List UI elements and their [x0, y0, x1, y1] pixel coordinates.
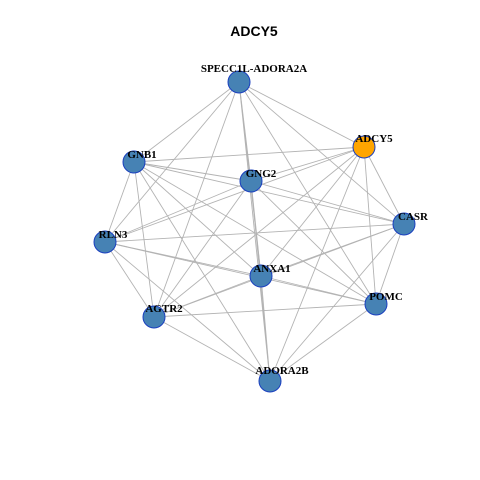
edge-casr-pomc	[375, 223, 405, 305]
node-rln3[interactable]	[93, 230, 117, 254]
edge-adcy5-casr	[363, 146, 405, 225]
node-adora2b[interactable]	[258, 369, 282, 393]
edge-gng2-casr	[250, 180, 405, 225]
edge-rln3-adora2b	[104, 241, 271, 382]
edge-gnb1-gng2	[133, 161, 252, 182]
edge-anxa1-adora2b	[260, 275, 271, 382]
node-label-pomc: POMC	[369, 291, 403, 303]
graph-title: ADCY5	[230, 23, 278, 39]
edge-specc1l-adora2a-agtr2	[153, 81, 240, 318]
edge-casr-rln3	[104, 223, 405, 243]
edge-gnb1-rln3	[104, 161, 135, 243]
edge-agtr2-pomc	[153, 303, 377, 318]
edge-gnb1-casr	[133, 161, 405, 225]
node-adcy5[interactable]	[352, 135, 376, 159]
edge-casr-adora2b	[269, 223, 405, 382]
edge-gnb1-adcy5	[133, 146, 365, 163]
edge-layer	[104, 81, 405, 382]
node-label-adcy5: ADCY5	[355, 133, 393, 145]
edge-adcy5-anxa1	[260, 146, 365, 277]
node-label-anxa1: ANXA1	[253, 263, 290, 275]
edge-specc1l-adora2a-rln3	[104, 81, 240, 243]
edge-specc1l-adora2a-gnb1	[133, 81, 240, 163]
edge-adcy5-pomc	[363, 146, 377, 305]
edge-gng2-pomc	[250, 180, 377, 305]
node-anxa1[interactable]	[249, 264, 273, 288]
edge-adcy5-rln3	[104, 146, 365, 243]
node-casr[interactable]	[392, 212, 416, 236]
edge-gng2-agtr2	[153, 180, 252, 318]
edge-gng2-adcy5	[250, 146, 365, 182]
node-label-rln3: RLN3	[99, 229, 128, 241]
node-label-gnb1: GNB1	[127, 149, 156, 161]
edge-gnb1-adora2b	[133, 161, 271, 382]
edge-adcy5-adora2b	[269, 146, 365, 382]
edge-rln3-pomc	[104, 241, 377, 305]
edge-gng2-rln3	[104, 180, 252, 243]
node-specc1l-adora2a[interactable]	[227, 70, 251, 94]
node-label-agtr2: AGTR2	[145, 303, 183, 315]
edge-gnb1-anxa1	[133, 161, 262, 277]
node-gng2[interactable]	[239, 169, 263, 193]
edge-anxa1-pomc	[260, 275, 377, 305]
edge-specc1l-adora2a-casr	[238, 81, 405, 225]
edge-pomc-adora2b	[269, 303, 377, 382]
edge-anxa1-agtr2	[153, 275, 262, 318]
node-label-adora2b: ADORA2B	[255, 365, 309, 377]
edge-rln3-agtr2	[104, 241, 155, 318]
node-gnb1[interactable]	[122, 150, 146, 174]
edge-agtr2-adora2b	[153, 316, 271, 382]
node-agtr2[interactable]	[142, 305, 166, 329]
edge-adcy5-agtr2	[153, 146, 365, 318]
node-label-casr: CASR	[398, 211, 429, 223]
node-pomc[interactable]	[364, 292, 388, 316]
node-label-specc1l-adora2a: SPECC1L-ADORA2A	[201, 63, 307, 75]
edge-specc1l-adora2a-adcy5	[238, 81, 365, 148]
node-label-gng2: GNG2	[246, 168, 277, 180]
